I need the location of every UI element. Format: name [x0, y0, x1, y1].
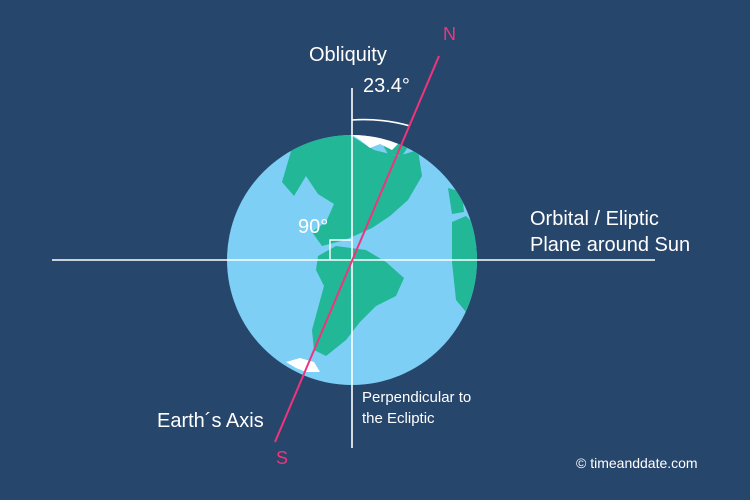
- perpendicular-line2: the Ecliptic: [362, 410, 435, 427]
- perpendicular-label: Perpendicular to the Ecliptic: [362, 387, 471, 429]
- credit-text: © timeanddate.com: [576, 455, 698, 471]
- south-polar-ice: [286, 358, 320, 372]
- perpendicular-line1: Perpendicular to: [362, 389, 472, 406]
- orbital-plane-line1: Orbital / Eliptic: [530, 208, 659, 230]
- obliquity-angle-value: 23.4°: [363, 75, 410, 97]
- orbital-plane-line2: Plane around Sun: [530, 234, 691, 256]
- right-angle-marker: [329, 239, 352, 260]
- obliquity-label: Obliquity: [309, 44, 387, 66]
- south-pole-label: S: [276, 448, 289, 468]
- earth-axis-line: [274, 55, 440, 443]
- obliquity-arc: [351, 118, 411, 127]
- north-pole-label: N: [443, 24, 456, 44]
- earth-globe-icon: [227, 135, 477, 385]
- orbital-plane-label: Orbital / Eliptic Plane around Sun: [530, 206, 690, 258]
- earth-axis-label: Earth´s Axis: [157, 410, 264, 432]
- right-angle-label: 90°: [298, 216, 329, 238]
- south-america-landmass: [312, 246, 404, 356]
- africa-landmass: [452, 216, 477, 312]
